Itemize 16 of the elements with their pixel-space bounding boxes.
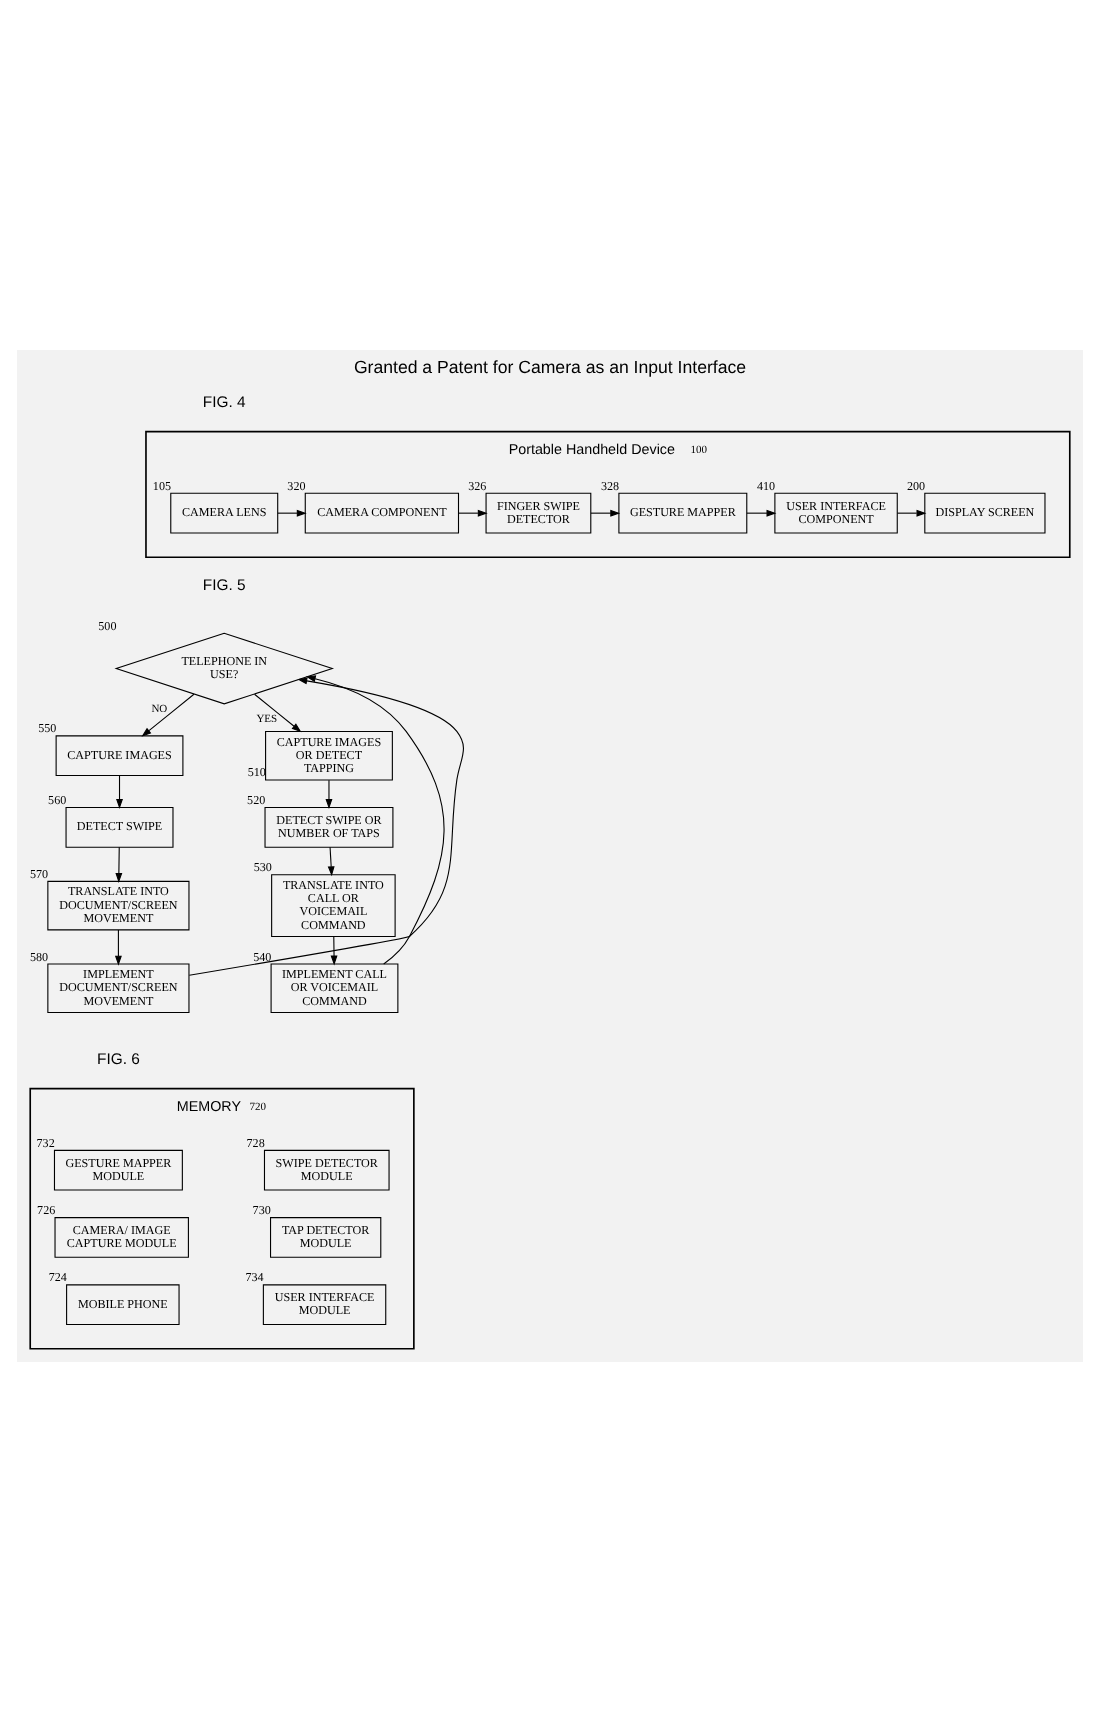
arrow — [188, 677, 464, 976]
arrow — [141, 693, 195, 737]
arrow — [330, 936, 338, 966]
arrow — [325, 779, 333, 809]
diagram-title: Granted a Patent for Camera as an Input Interface — [353, 356, 747, 377]
arrow — [327, 846, 335, 877]
arrow — [746, 509, 777, 517]
arrow — [305, 675, 445, 965]
arrow — [114, 929, 122, 966]
arrow — [896, 509, 927, 517]
arrow — [115, 846, 123, 883]
arrow — [458, 509, 488, 517]
arrow — [254, 693, 302, 733]
arrow — [116, 775, 123, 809]
arrow — [590, 509, 621, 517]
arrow — [277, 509, 307, 517]
